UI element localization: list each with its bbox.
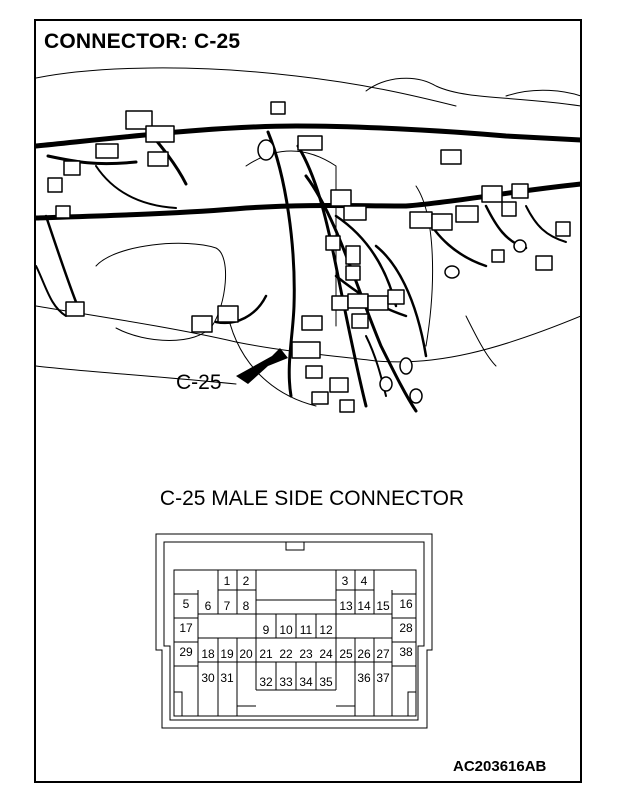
- pin-label: 34: [299, 675, 313, 689]
- pin-label: 36: [357, 671, 371, 685]
- figure-frame: [34, 19, 582, 783]
- pin-label: 7: [224, 599, 231, 613]
- pin-label: 31: [220, 671, 234, 685]
- pin-label: 13: [339, 599, 353, 613]
- pin-label: 1: [224, 574, 231, 588]
- pin-label: 30: [201, 671, 215, 685]
- pin-label: 27: [376, 647, 390, 661]
- pin-label: 28: [399, 621, 413, 635]
- pin-label: 24: [319, 647, 333, 661]
- pin-label: 22: [279, 647, 293, 661]
- pin-label: 23: [299, 647, 313, 661]
- connector-title: C-25 MALE SIDE CONNECTOR: [159, 487, 465, 510]
- pin-label: 12: [319, 623, 333, 637]
- pin-label: 14: [357, 599, 371, 613]
- pin-label: 21: [259, 647, 273, 661]
- callout-label: C-25: [176, 371, 222, 394]
- pin-label: 29: [179, 645, 193, 659]
- pin-label: 2: [243, 574, 250, 588]
- page-title: CONNECTOR: C-25: [44, 30, 241, 53]
- pin-label: 11: [300, 623, 313, 637]
- pin-label: 4: [361, 574, 368, 588]
- pin-label: 10: [279, 623, 293, 637]
- pin-label: 15: [376, 599, 390, 613]
- pin-label: 5: [183, 597, 190, 611]
- pin-label: 3: [342, 574, 349, 588]
- pin-label: 19: [220, 647, 234, 661]
- pin-label: 8: [243, 599, 250, 613]
- pin-label: 20: [239, 647, 253, 661]
- pin-label: 26: [357, 647, 371, 661]
- figure-id: AC203616AB: [453, 758, 547, 775]
- pin-label: 38: [399, 645, 413, 659]
- pin-label: 25: [339, 647, 353, 661]
- pin-label: 16: [399, 597, 413, 611]
- pin-label: 33: [279, 675, 293, 689]
- pin-label: 17: [179, 621, 193, 635]
- pin-label: 32: [259, 675, 273, 689]
- pin-label: 37: [376, 671, 390, 685]
- pin-label: 6: [205, 599, 212, 613]
- harness-illustration: [36, 67, 581, 413]
- pin-label: 35: [319, 675, 333, 689]
- pin-label: 18: [201, 647, 215, 661]
- pin-label: 9: [263, 623, 270, 637]
